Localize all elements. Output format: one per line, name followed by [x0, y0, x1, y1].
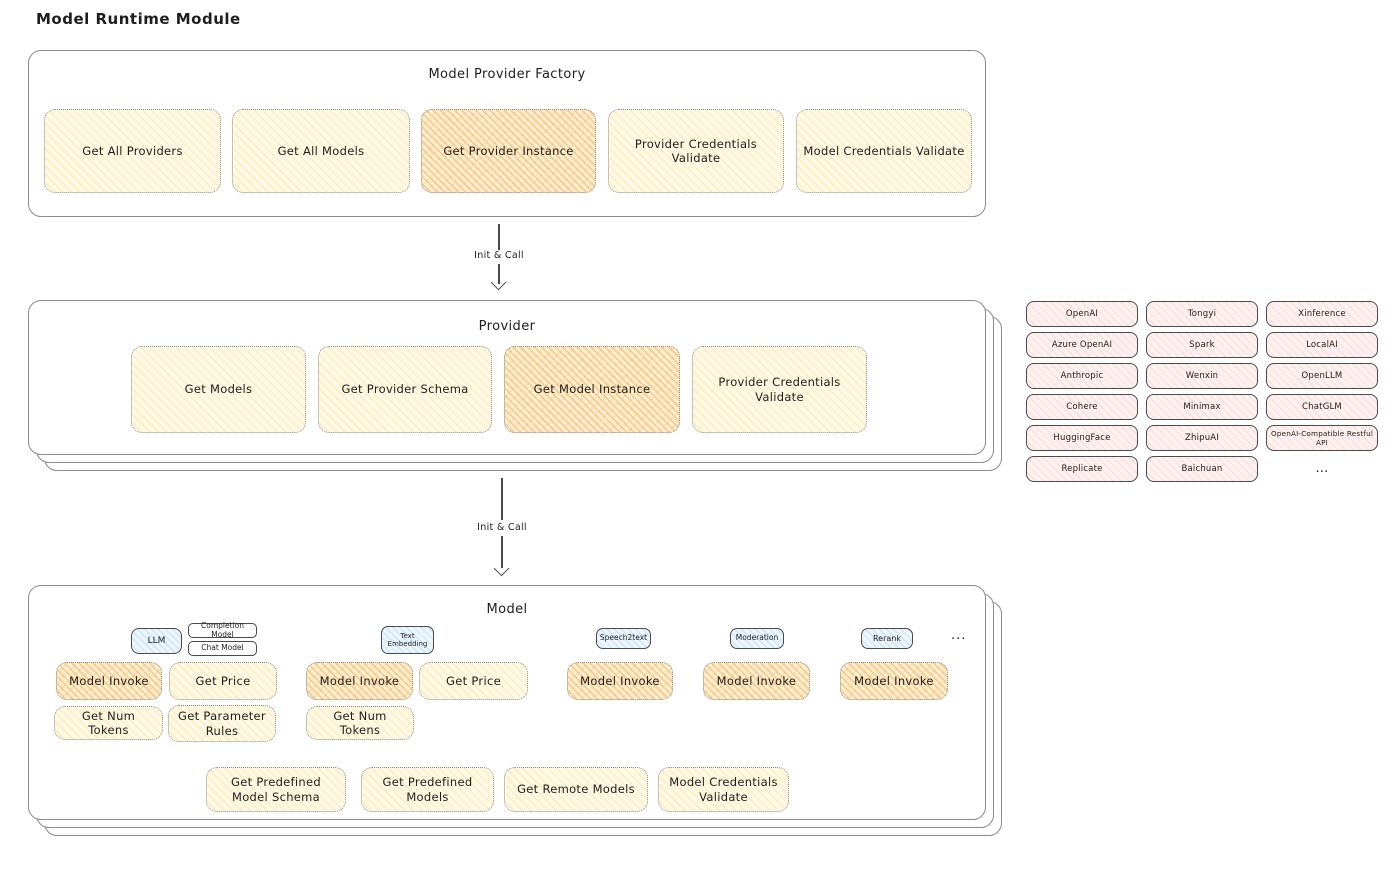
provider-pill-localai: LocalAI: [1266, 332, 1378, 358]
tag-completion-model: Completion Model: [188, 621, 257, 638]
provider-pill-baichuan: Baichuan: [1146, 456, 1258, 482]
provider-pill-cohere: Cohere: [1026, 394, 1138, 420]
provider-list-grid: OpenAI Tongyi Xinference Azure OpenAI Sp…: [1026, 301, 1378, 482]
node-model-invoke-rerank: Model Invoke: [840, 662, 948, 700]
tag-chat-model: Chat Model: [188, 641, 257, 656]
node-get-price-text-embedding: Get Price: [419, 662, 528, 700]
model-title: Model: [486, 602, 528, 617]
node-get-remote-models: Get Remote Models: [504, 767, 648, 812]
model-container: Model LLM Completion Model Chat Model Te…: [28, 585, 986, 820]
node-get-parameter-rules: Get Parameter Rules: [168, 705, 276, 742]
provider-pill-xinference: Xinference: [1266, 301, 1378, 327]
page-title: Model Runtime Module: [36, 10, 241, 28]
node-get-num-tokens-text-embedding: Get Num Tokens: [306, 706, 414, 740]
arrow-down-line: [501, 536, 503, 568]
provider-pill-chatglm: ChatGLM: [1266, 394, 1378, 420]
provider-pill-openai: OpenAI: [1026, 301, 1138, 327]
provider-pill-zhipuai: ZhipuAI: [1146, 425, 1258, 451]
provider-container: Provider Get Models Get Provider Schema …: [28, 300, 986, 455]
node-get-models: Get Models: [131, 346, 306, 433]
node-model-invoke-text-embedding: Model Invoke: [306, 662, 413, 700]
node-model-invoke-speech2text: Model Invoke: [567, 662, 673, 700]
node-get-price-llm: Get Price: [169, 662, 277, 700]
tag-rerank: Rerank: [861, 628, 913, 649]
node-model-invoke-moderation: Model Invoke: [703, 662, 810, 700]
node-model-credentials-validate: Model Credentials Validate: [796, 109, 972, 193]
tag-text-embedding: Text Embedding: [381, 626, 434, 654]
arrow-down-line: [501, 478, 503, 520]
arrow-init-call-label: Init & Call: [474, 250, 524, 261]
model-provider-factory-container: Model Provider Factory Get All Providers…: [28, 50, 986, 217]
provider-pill-spark: Spark: [1146, 332, 1258, 358]
provider-pill-tongyi: Tongyi: [1146, 301, 1258, 327]
provider-pill-more-ellipsis: ...: [1315, 460, 1329, 476]
provider-title: Provider: [478, 319, 536, 334]
provider-pill-azure-openai: Azure OpenAI: [1026, 332, 1138, 358]
provider-pill-minimax: Minimax: [1146, 394, 1258, 420]
node-get-provider-instance: Get Provider Instance: [421, 109, 596, 193]
provider-pill-wenxin: Wenxin: [1146, 363, 1258, 389]
node-get-model-instance: Get Model Instance: [504, 346, 680, 433]
tag-moderation: Moderation: [730, 628, 784, 649]
node-get-provider-schema: Get Provider Schema: [318, 346, 492, 433]
tag-more-ellipsis: ...: [951, 628, 967, 643]
arrow-down-line: [498, 264, 500, 284]
provider-pill-openai-compatible-restful-api: OpenAI-Compatible Restful API: [1266, 425, 1378, 451]
node-get-all-providers: Get All Providers: [44, 109, 221, 193]
node-get-all-models: Get All Models: [232, 109, 410, 193]
node-get-predefined-models: Get Predefined Models: [361, 767, 494, 812]
tag-llm: LLM: [131, 628, 182, 654]
arrow-down-head-icon: [493, 560, 510, 577]
node-provider-credentials-validate-2: Provider Credentials Validate: [692, 346, 867, 433]
arrow-down-line: [498, 224, 500, 250]
provider-pill-huggingface: HuggingFace: [1026, 425, 1138, 451]
model-provider-factory-title: Model Provider Factory: [428, 67, 586, 82]
provider-pill-anthropic: Anthropic: [1026, 363, 1138, 389]
node-model-invoke-llm: Model Invoke: [56, 662, 162, 700]
node-get-predefined-model-schema: Get Predefined Model Schema: [206, 767, 346, 812]
node-model-credentials-validate-2: Model Credentials Validate: [658, 767, 789, 812]
tag-speech2text: Speech2text: [596, 628, 651, 649]
node-provider-credentials-validate: Provider Credentials Validate: [608, 109, 784, 193]
arrow-down-head-icon: [490, 274, 507, 291]
arrow-init-call-label: Init & Call: [477, 522, 527, 533]
provider-pill-replicate: Replicate: [1026, 456, 1138, 482]
provider-pill-openllm: OpenLLM: [1266, 363, 1378, 389]
node-get-num-tokens-llm: Get Num Tokens: [54, 706, 163, 740]
